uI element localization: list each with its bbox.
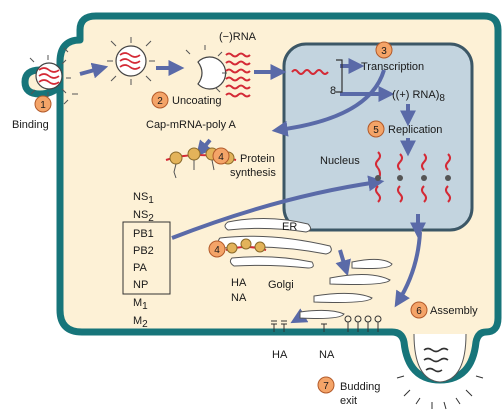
step-circles [34,41,428,394]
cap-mrna-label: Cap-mRNA-poly A [146,119,237,131]
binding-label: Binding [12,119,49,131]
plus-rna-text: ((+) RNA) [392,89,439,101]
protein-ns1-text: NS [133,191,148,203]
pathway-arrows [79,58,426,324]
step-2-circle [151,91,169,109]
uncoating-shell [185,45,227,93]
minus-rna-label: (−)RNA [219,31,257,43]
plus-rna-label: ((+) RNA)8 [392,89,445,104]
cell-surface-spikes [63,47,78,105]
step-4a-circle [212,147,230,165]
na-bottom-label: NA [319,349,335,361]
protein-m1-text: M [133,297,142,309]
protein-np: NP [133,279,148,291]
segment-count-label: 8 [330,85,336,97]
step-7-circle [317,376,335,394]
step-5-circle [367,120,385,138]
step-7-number: 7 [323,381,329,392]
protein-ns1: NS1 [133,191,154,206]
step-6-circle [410,301,428,319]
step-4a-number: 4 [218,152,224,163]
step-5-number: 5 [373,125,379,136]
protein-pb2: PB2 [133,245,154,257]
golgi-apparatus [299,258,393,319]
step-4b-number: 4 [214,245,220,256]
membrane-spikes [271,315,382,332]
binding-virion [29,55,71,97]
nucleus-label: Nucleus [320,155,360,167]
na-inner-label: NA [231,292,247,304]
protein-pa: PA [133,262,148,274]
ha-bottom-label: HA [272,349,288,361]
protein-m1-sub: 1 [142,301,148,312]
protein-m2: M2 [133,315,148,330]
protein-m2-sub: 2 [142,319,148,330]
viral-protein-list: NS1 NS2 PB1 PB2 PA NP M1 M2 [122,191,171,330]
plus-rna-subscript: 8 [439,93,445,104]
protein-ns2-text: NS [133,209,148,221]
protein-ns1-sub: 1 [148,195,154,206]
protein-label: Protein [240,153,275,165]
ha-inner-label: HA [231,277,247,289]
transcription-label: Transcription [361,61,424,73]
protein-m1: M1 [133,297,148,312]
budding-label: Budding [340,381,380,393]
protein-ns2-sub: 2 [148,213,154,224]
golgi-label: Golgi [268,279,294,291]
minus-rna-strands [225,52,251,98]
budding-virion [396,333,484,410]
nucleus-rna [291,59,343,93]
step-6-number: 6 [416,306,422,317]
protein-ns2: NS2 [133,209,154,224]
er-label: ER [282,221,297,233]
step-2-number: 2 [157,96,163,107]
replicated-rnp-beads [375,175,451,181]
synthesis-label: synthesis [230,167,276,179]
replication-label: Replication [388,124,442,136]
protein-pb1: PB1 [133,228,154,240]
endosome-virion [107,37,155,85]
step-3-circle [375,41,393,59]
uncoating-label: Uncoating [172,95,222,107]
exit-label: exit [340,395,357,407]
step-1-number: 1 [40,100,46,111]
er-ribosomes [225,238,267,254]
step-1-circle [34,95,52,113]
step-4b-circle [208,240,226,258]
protein-box [122,221,171,295]
replicated-rnps [375,151,451,203]
protein-m2-text: M [133,315,142,327]
assembly-label: Assembly [430,305,478,317]
step-3-number: 3 [381,46,387,57]
